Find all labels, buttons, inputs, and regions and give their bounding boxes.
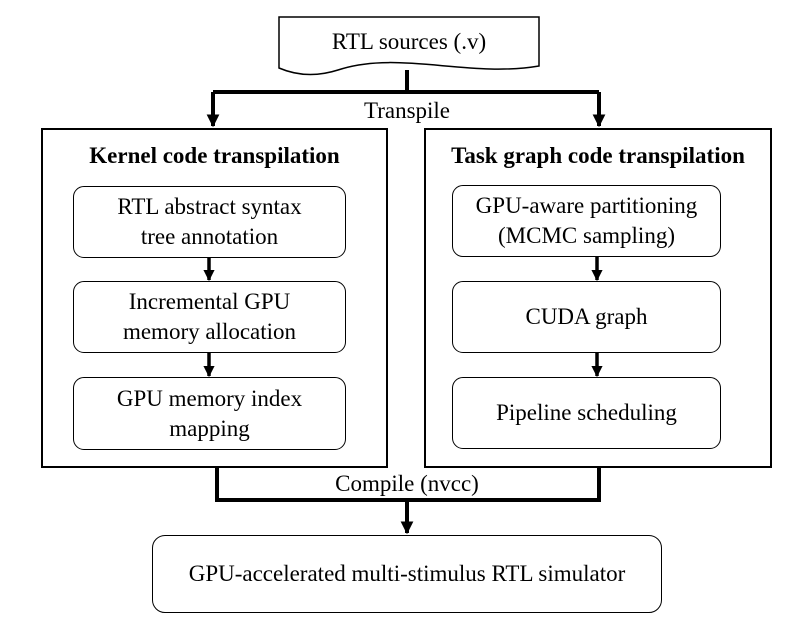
source-label: RTL sources (.v) [331, 29, 487, 54]
transpile-connector [213, 70, 599, 94]
kernel-step-ast-annotation: RTL abstract syntax tree annotation [73, 186, 346, 258]
taskgraph-panel-title: Task graph code transpilation [451, 143, 745, 168]
kernel-panel-title: Kernel code transpilation [89, 143, 340, 168]
taskgraph-panel: Task graph code transpilation [424, 128, 772, 468]
taskgraph-step-cuda-graph: CUDA graph [452, 281, 721, 353]
taskgraph-step-partitioning: GPU-aware partitioning (MCMC sampling) [452, 185, 721, 257]
taskgraph-step-pipeline-scheduling: Pipeline scheduling [452, 377, 721, 449]
kernel-panel: Kernel code transpilation [41, 128, 388, 468]
kernel-step-index-mapping: GPU memory index mapping [73, 377, 346, 450]
source-document-shape [278, 16, 540, 76]
kernel-step-memory-allocation: Incremental GPU memory allocation [73, 281, 346, 353]
transpile-label: Transpile [352, 98, 462, 124]
simulator-output-box: GPU-accelerated multi-stimulus RTL simul… [152, 535, 662, 613]
compile-label: Compile (nvcc) [322, 471, 492, 497]
